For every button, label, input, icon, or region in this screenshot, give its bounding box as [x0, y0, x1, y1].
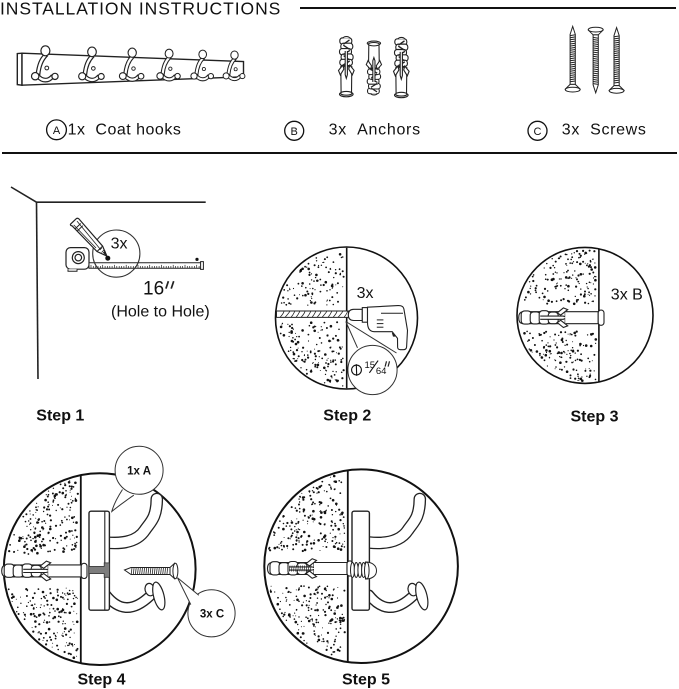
svg-text:1x A: 1x A: [127, 466, 151, 478]
svg-text:(Hole to Hole): (Hole to Hole): [111, 304, 210, 321]
svg-text:B: B: [291, 126, 298, 138]
svg-text:Step 5: Step 5: [342, 671, 390, 688]
svg-text:64: 64: [376, 366, 387, 377]
svg-text:3x: 3x: [357, 285, 374, 302]
svg-text:15: 15: [365, 360, 376, 371]
svg-text:Step 4: Step 4: [78, 671, 126, 688]
svg-text:C: C: [534, 126, 542, 138]
svg-text:A: A: [53, 125, 61, 137]
svg-text:1x Coat hooks: 1x Coat hooks: [68, 121, 182, 138]
svg-text:Step 2: Step 2: [323, 407, 371, 424]
svg-text:3x B: 3x B: [611, 287, 643, 304]
svg-text:3x: 3x: [111, 236, 128, 253]
svg-text:16: 16: [143, 278, 164, 299]
svg-text:3x C: 3x C: [200, 609, 224, 621]
svg-text:Step 3: Step 3: [571, 408, 619, 425]
svg-text:Step 1: Step 1: [36, 407, 84, 424]
svg-text:3x Anchors: 3x Anchors: [329, 121, 421, 138]
svg-text:INSTALLATION INSTRUCTIONS: INSTALLATION INSTRUCTIONS: [0, 0, 281, 19]
svg-text:3x Screws: 3x Screws: [562, 121, 647, 138]
